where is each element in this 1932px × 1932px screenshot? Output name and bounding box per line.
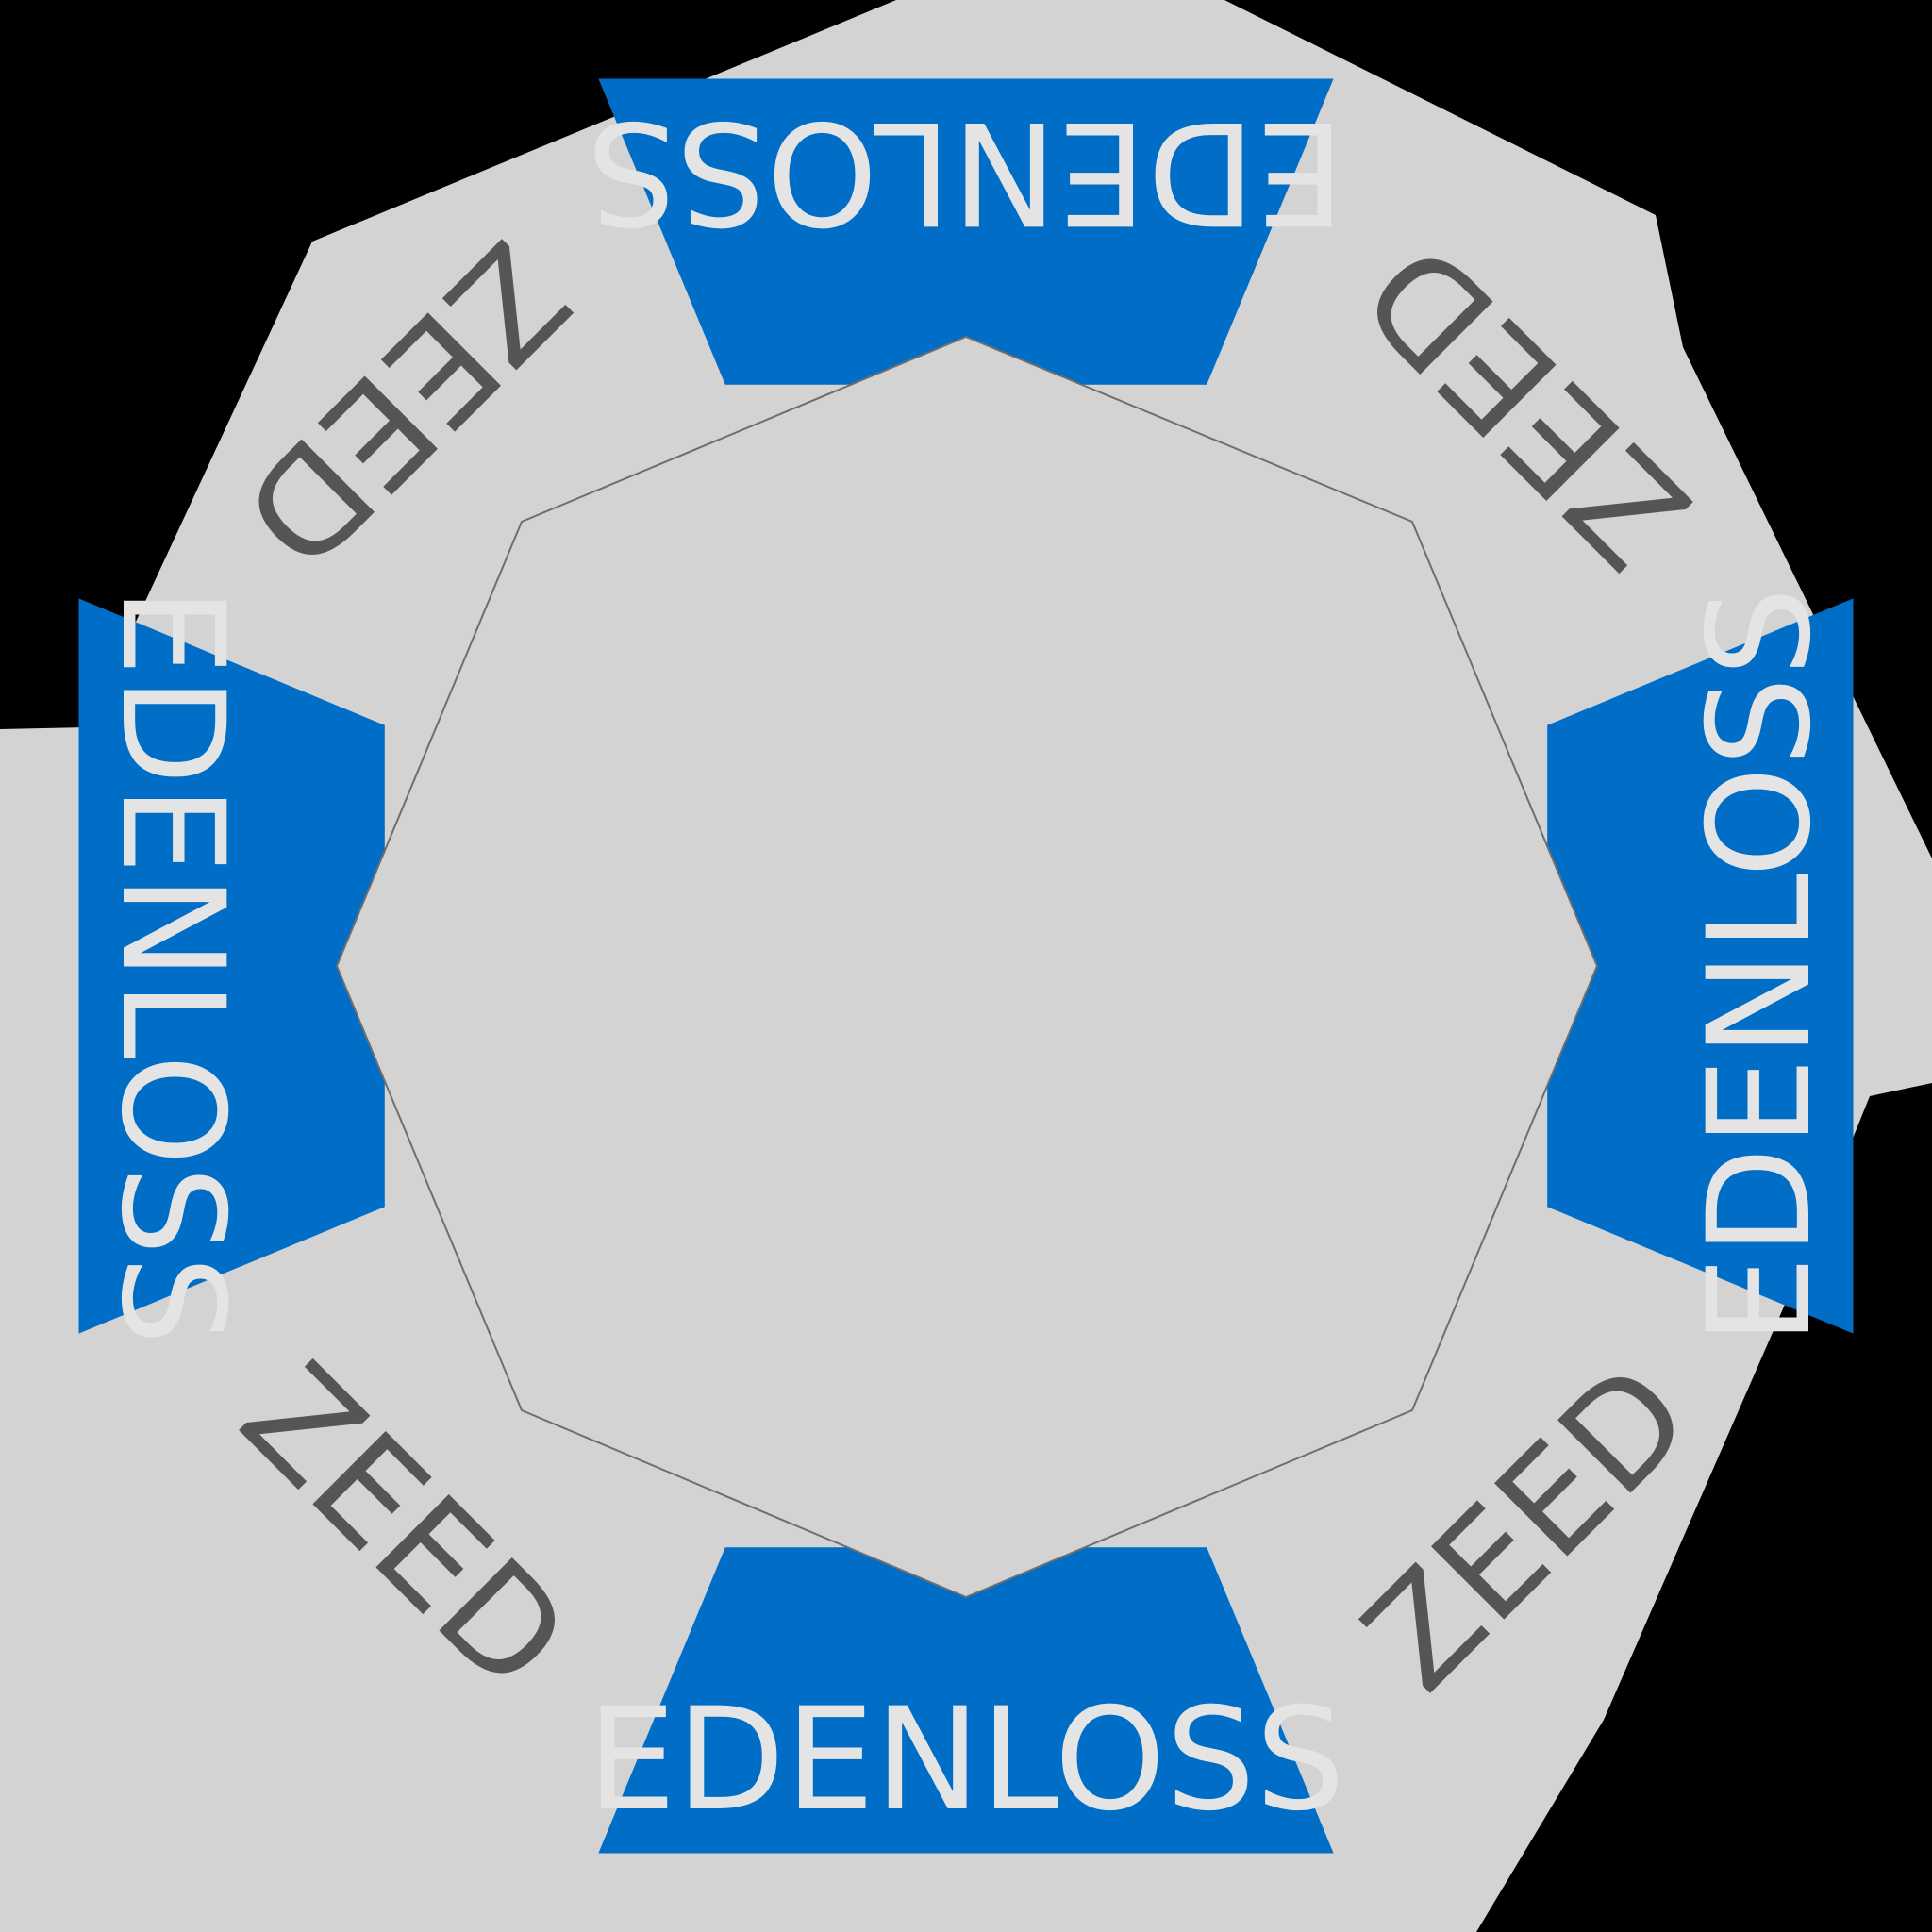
- segment-bottom-label: EDENLOSS: [587, 1678, 1345, 1842]
- segment-right-panel: [1547, 598, 1854, 1334]
- segment-right-label: EDENLOSS: [1678, 587, 1842, 1345]
- segment-bottom-panel: [598, 1547, 1334, 1854]
- segment-top-label: EDENLOSS: [587, 90, 1345, 254]
- segment-top-panel: [598, 78, 1334, 385]
- segment-left-panel: [78, 598, 385, 1334]
- inner-hub: [335, 335, 1599, 1599]
- segment-left-label: EDENLOSS: [90, 587, 254, 1345]
- segments-layer: [78, 78, 1854, 1854]
